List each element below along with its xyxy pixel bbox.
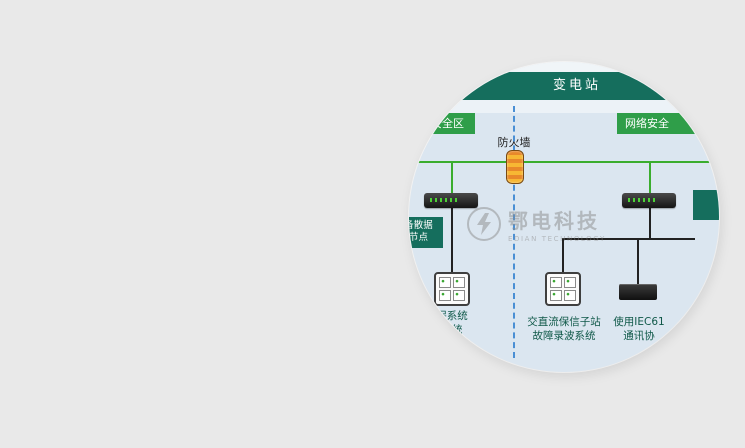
substation-title: 变电站 xyxy=(552,78,601,93)
device-module xyxy=(550,290,562,301)
access-node-label-line2: 接入节点 xyxy=(409,232,428,244)
right-switch-down-line xyxy=(649,208,651,240)
protection-device-middle xyxy=(545,272,581,306)
clipped-right-edge-label xyxy=(693,190,719,220)
access-node-label-line1: 主设备散据 xyxy=(409,220,433,231)
zone-label-left: 络安全区 xyxy=(409,113,475,134)
bottom-label-right: 使用IEC61 通讯协 xyxy=(589,316,689,343)
zone-label-right: 网络安全 xyxy=(617,113,719,134)
access-node-label: 主设备散据 接入节点 xyxy=(409,217,443,248)
firewall-icon xyxy=(506,150,524,184)
bottom-label-left: 保系统 系统 xyxy=(409,310,500,337)
server-link-line xyxy=(637,238,639,286)
device-module xyxy=(564,290,576,301)
bottom-label-left-line1: 保系统 xyxy=(436,310,468,322)
left-switch-uplink-line xyxy=(451,163,453,193)
right-switch-uplink-line xyxy=(649,163,651,193)
black-bus-line xyxy=(562,238,695,240)
bottom-label-middle-line2: 故障录波系统 xyxy=(532,329,596,342)
circle-top-cap xyxy=(409,62,719,72)
device-module xyxy=(439,277,451,288)
device-module xyxy=(453,277,465,288)
device-module xyxy=(453,290,465,301)
bottom-label-middle-line1: 交直流保信子站 xyxy=(527,316,601,328)
green-network-bus-line xyxy=(409,161,719,163)
lightning-bolt-icon xyxy=(477,213,491,235)
middle-device-link-line xyxy=(562,238,564,274)
device-module xyxy=(564,277,576,288)
left-device-link-line xyxy=(451,208,453,274)
bottom-label-right-line2: 通讯协 xyxy=(623,329,655,342)
switch-led-strip xyxy=(628,198,658,202)
security-boundary-dashed-line xyxy=(513,106,515,358)
bottom-label-right-line1: 使用IEC61 xyxy=(613,316,665,328)
watermark-logo-icon xyxy=(467,207,501,241)
network-switch-left xyxy=(424,193,478,208)
header-divider-strip xyxy=(409,100,719,113)
switch-led-strip xyxy=(430,198,460,202)
server-box-device xyxy=(619,284,657,300)
device-module xyxy=(550,277,562,288)
device-module xyxy=(439,290,451,301)
diagram-circle-inset: 变电站 络安全区 网络安全 防火墙 主设备散据 接入节点 xyxy=(409,62,719,372)
protection-device-left xyxy=(434,272,470,306)
bottom-label-middle: 交直流保信子站 故障录波系统 xyxy=(512,316,616,343)
bottom-label-left-line2: 系统 xyxy=(441,323,463,336)
substation-header-bar: 变电站 xyxy=(409,72,719,100)
watermark-cn-text: 鄂电科技 xyxy=(508,209,600,233)
network-switch-right xyxy=(622,193,676,208)
